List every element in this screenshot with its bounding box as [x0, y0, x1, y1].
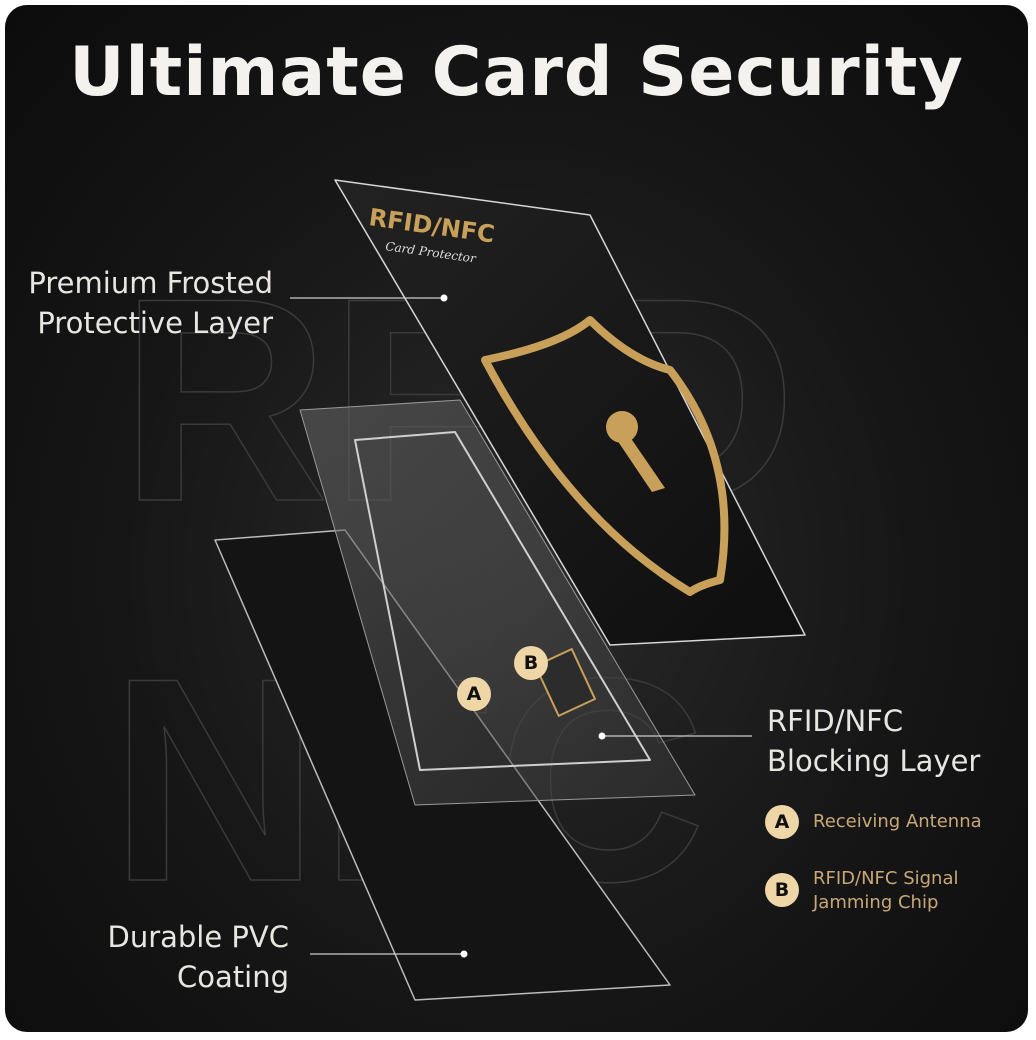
- legend-item-a: A Receiving Antenna: [765, 805, 982, 839]
- badge-b: B: [765, 873, 799, 907]
- shield-icon: [481, 316, 729, 596]
- chip-icon: [534, 647, 597, 718]
- legend-item-b: B RFID/NFC Signal Jamming Chip: [765, 867, 959, 915]
- badge-a: A: [765, 805, 799, 839]
- label-blocking-layer: RFID/NFC Blocking Layer: [767, 701, 980, 781]
- legend-text-line: RFID/NFC Signal: [813, 868, 959, 889]
- legend-text: RFID/NFC Signal Jamming Chip: [813, 867, 959, 915]
- product-image: RFID NFC RFID/NFC Card Protector Ultimat…: [5, 5, 1028, 1032]
- label-pvc-layer: Durable PVC Coating: [5, 917, 289, 997]
- label-line: Blocking Layer: [767, 744, 981, 778]
- protective-layer: [334, 179, 806, 646]
- label-line: Premium Frosted: [28, 266, 273, 300]
- label-line: Coating: [177, 960, 289, 994]
- marker-b: B: [514, 646, 548, 680]
- label-line: RFID/NFC: [767, 704, 904, 738]
- label-line: Durable PVC: [107, 920, 289, 954]
- page-title: Ultimate Card Security: [69, 33, 964, 112]
- blocking-layer: [299, 399, 696, 806]
- keyhole-icon: [606, 411, 665, 492]
- label-protective-layer: Premium Frosted Protective Layer: [5, 263, 273, 343]
- antenna-coil: [354, 431, 651, 771]
- card-layers-illustration: RFID NFC RFID/NFC Card Protector: [109, 179, 806, 1001]
- label-line: Protective Layer: [37, 306, 273, 340]
- legend-text-line: Jamming Chip: [813, 892, 939, 913]
- legend-text: Receiving Antenna: [813, 811, 982, 832]
- marker-a: A: [457, 677, 491, 711]
